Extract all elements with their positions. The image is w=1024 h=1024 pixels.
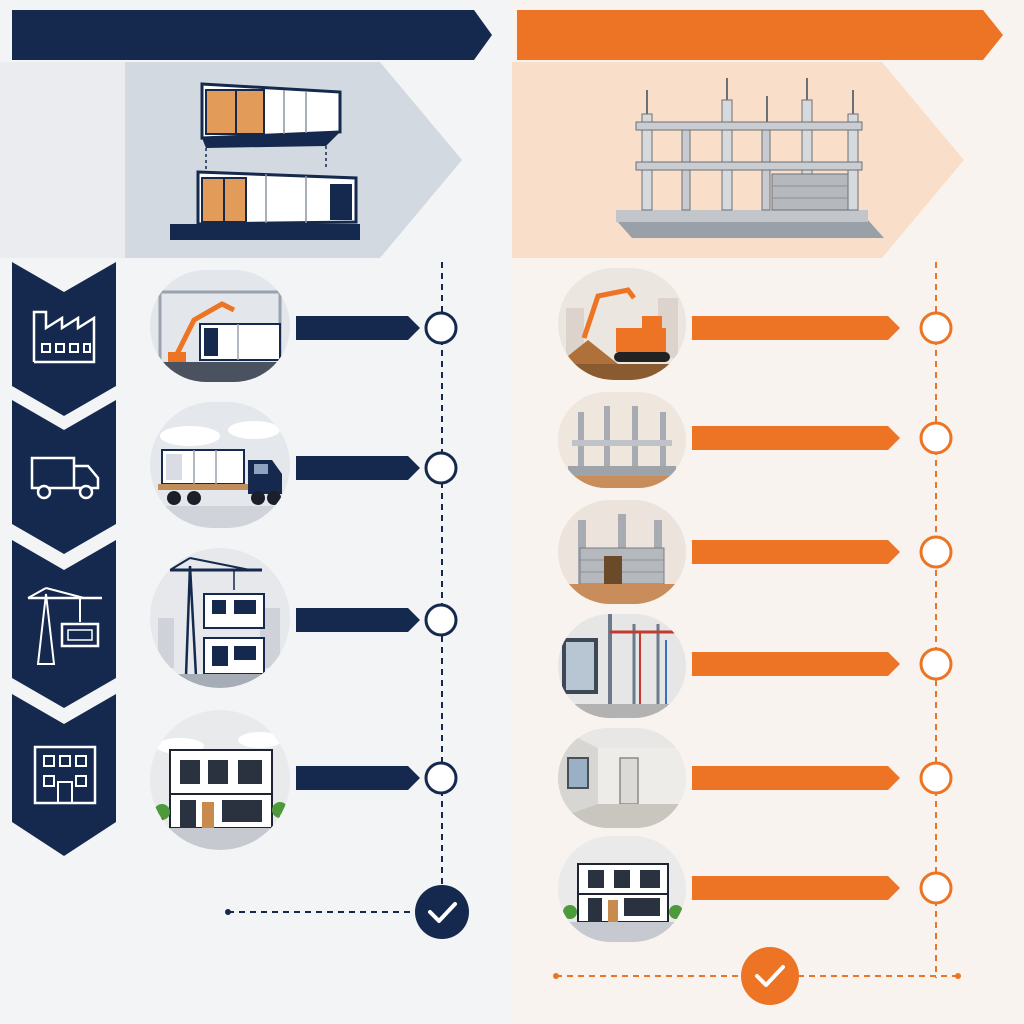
concrete-frame-structure-icon (616, 78, 884, 238)
traditional-completion (553, 947, 961, 1005)
step-foundation-columns (558, 392, 686, 488)
step-3-arrow (296, 603, 458, 637)
interior-finishing-illustration (558, 728, 686, 828)
factory-fabrication-illustration (150, 270, 290, 382)
trad-step-2-arrow (692, 421, 953, 455)
stacked-modular-units-icon (170, 82, 360, 240)
crane-installation-illustration (150, 548, 290, 688)
step-1-arrow (296, 311, 458, 345)
trad-step-1-arrow (692, 311, 953, 345)
step-crane-module-installation (150, 548, 290, 688)
traditional-timeline-line (935, 262, 937, 978)
step-finished-modular-building (150, 710, 290, 850)
modular-timeline-line (441, 262, 443, 902)
factory-icon (32, 310, 96, 364)
step-mep-framing (558, 614, 686, 718)
delivery-truck-icon (30, 456, 100, 500)
check-icon (415, 885, 469, 939)
step-interior-finishing (558, 728, 686, 828)
module-transport-illustration (150, 402, 290, 528)
modular-completion (225, 885, 469, 939)
step-module-transport (150, 402, 290, 528)
foundation-columns-illustration (558, 392, 686, 488)
step-masonry-walls (558, 500, 686, 604)
step-factory-module-fabrication (150, 270, 290, 382)
trad-step-5-arrow (692, 761, 953, 795)
masonry-walls-illustration (558, 500, 686, 604)
step-finished-building (558, 836, 686, 942)
modular-header-banner (12, 10, 492, 60)
crane-lifting-module-icon (27, 587, 102, 665)
trad-step-3-arrow (692, 535, 953, 569)
trad-step-4-arrow (692, 647, 953, 681)
mep-framing-illustration (558, 614, 686, 718)
modular-process-panel (0, 0, 512, 1024)
finished-modular-building-illustration (150, 710, 290, 850)
excavation-illustration (558, 268, 686, 380)
step-2-arrow (296, 451, 458, 485)
step-4-arrow (296, 761, 458, 795)
traditional-process-panel (512, 0, 1024, 1024)
finished-building-icon (33, 745, 97, 805)
check-icon (741, 947, 799, 1005)
trad-step-6-arrow (692, 871, 953, 905)
step-excavation (558, 268, 686, 380)
finished-building-illustration (558, 836, 686, 942)
traditional-header-banner (517, 10, 1003, 60)
